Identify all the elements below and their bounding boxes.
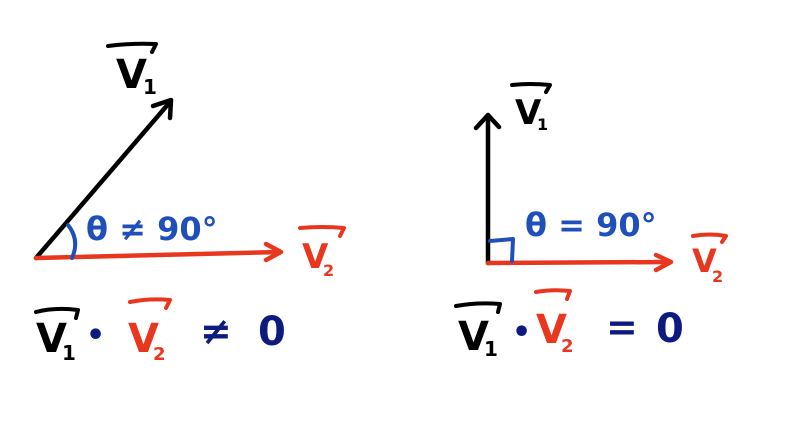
equation-left: V 1 • V 2 ≠ 0 — [34, 297, 286, 365]
v1-letter: V — [116, 52, 147, 98]
eq-zero: 0 — [258, 309, 286, 355]
v1-label-right: V 1 — [510, 82, 552, 134]
v2-arrow-left — [33, 241, 284, 263]
v2-arrow-right — [485, 252, 674, 273]
angle-90-label: θ = 90° — [525, 206, 657, 244]
equation-right: V 1 • V 2 = 0 — [454, 288, 684, 361]
eq-dot: • — [86, 318, 105, 353]
eq-not-equal: ≠ — [200, 309, 232, 353]
v2-subscript: 2 — [323, 261, 334, 280]
v1-subscript: 1 — [143, 75, 157, 99]
v1-subscript: 1 — [537, 115, 548, 134]
v1-arrow-left — [33, 97, 174, 261]
eq-v2-sub: 2 — [153, 344, 166, 365]
v2-subscript: 2 — [712, 267, 723, 286]
v1-label-left: V 1 — [106, 41, 158, 99]
eq-v1-sub: 1 — [62, 341, 76, 365]
right-panel: V 1 V 2 θ = 90° V 1 • V 2 = 0 — [454, 82, 728, 361]
eq-zero: 0 — [656, 306, 684, 352]
eq-v2-sub: 2 — [561, 336, 574, 357]
v1-arrow-right — [473, 112, 502, 266]
eq-v1: V — [458, 314, 489, 360]
eq-v2: V — [536, 307, 567, 353]
v2-label-left: V 2 — [298, 225, 346, 280]
right-angle-marker — [488, 237, 515, 263]
v2-label-right: V 2 — [691, 232, 728, 286]
v2-letter: V — [302, 237, 329, 277]
eq-v2: V — [128, 316, 159, 362]
angle-arc-left — [66, 223, 78, 260]
angle-not-90-label: θ ≠ 90° — [86, 210, 218, 248]
eq-v1: V — [36, 316, 67, 362]
v2-letter: V — [692, 242, 717, 280]
left-panel: V 1 V 2 θ ≠ 90° V 1 • V 2 ≠ 0 — [33, 41, 346, 365]
eq-equals: = — [606, 305, 638, 349]
eq-v1-sub: 1 — [484, 337, 498, 361]
eq-dot: • — [512, 315, 531, 350]
v1-letter: V — [515, 93, 542, 133]
